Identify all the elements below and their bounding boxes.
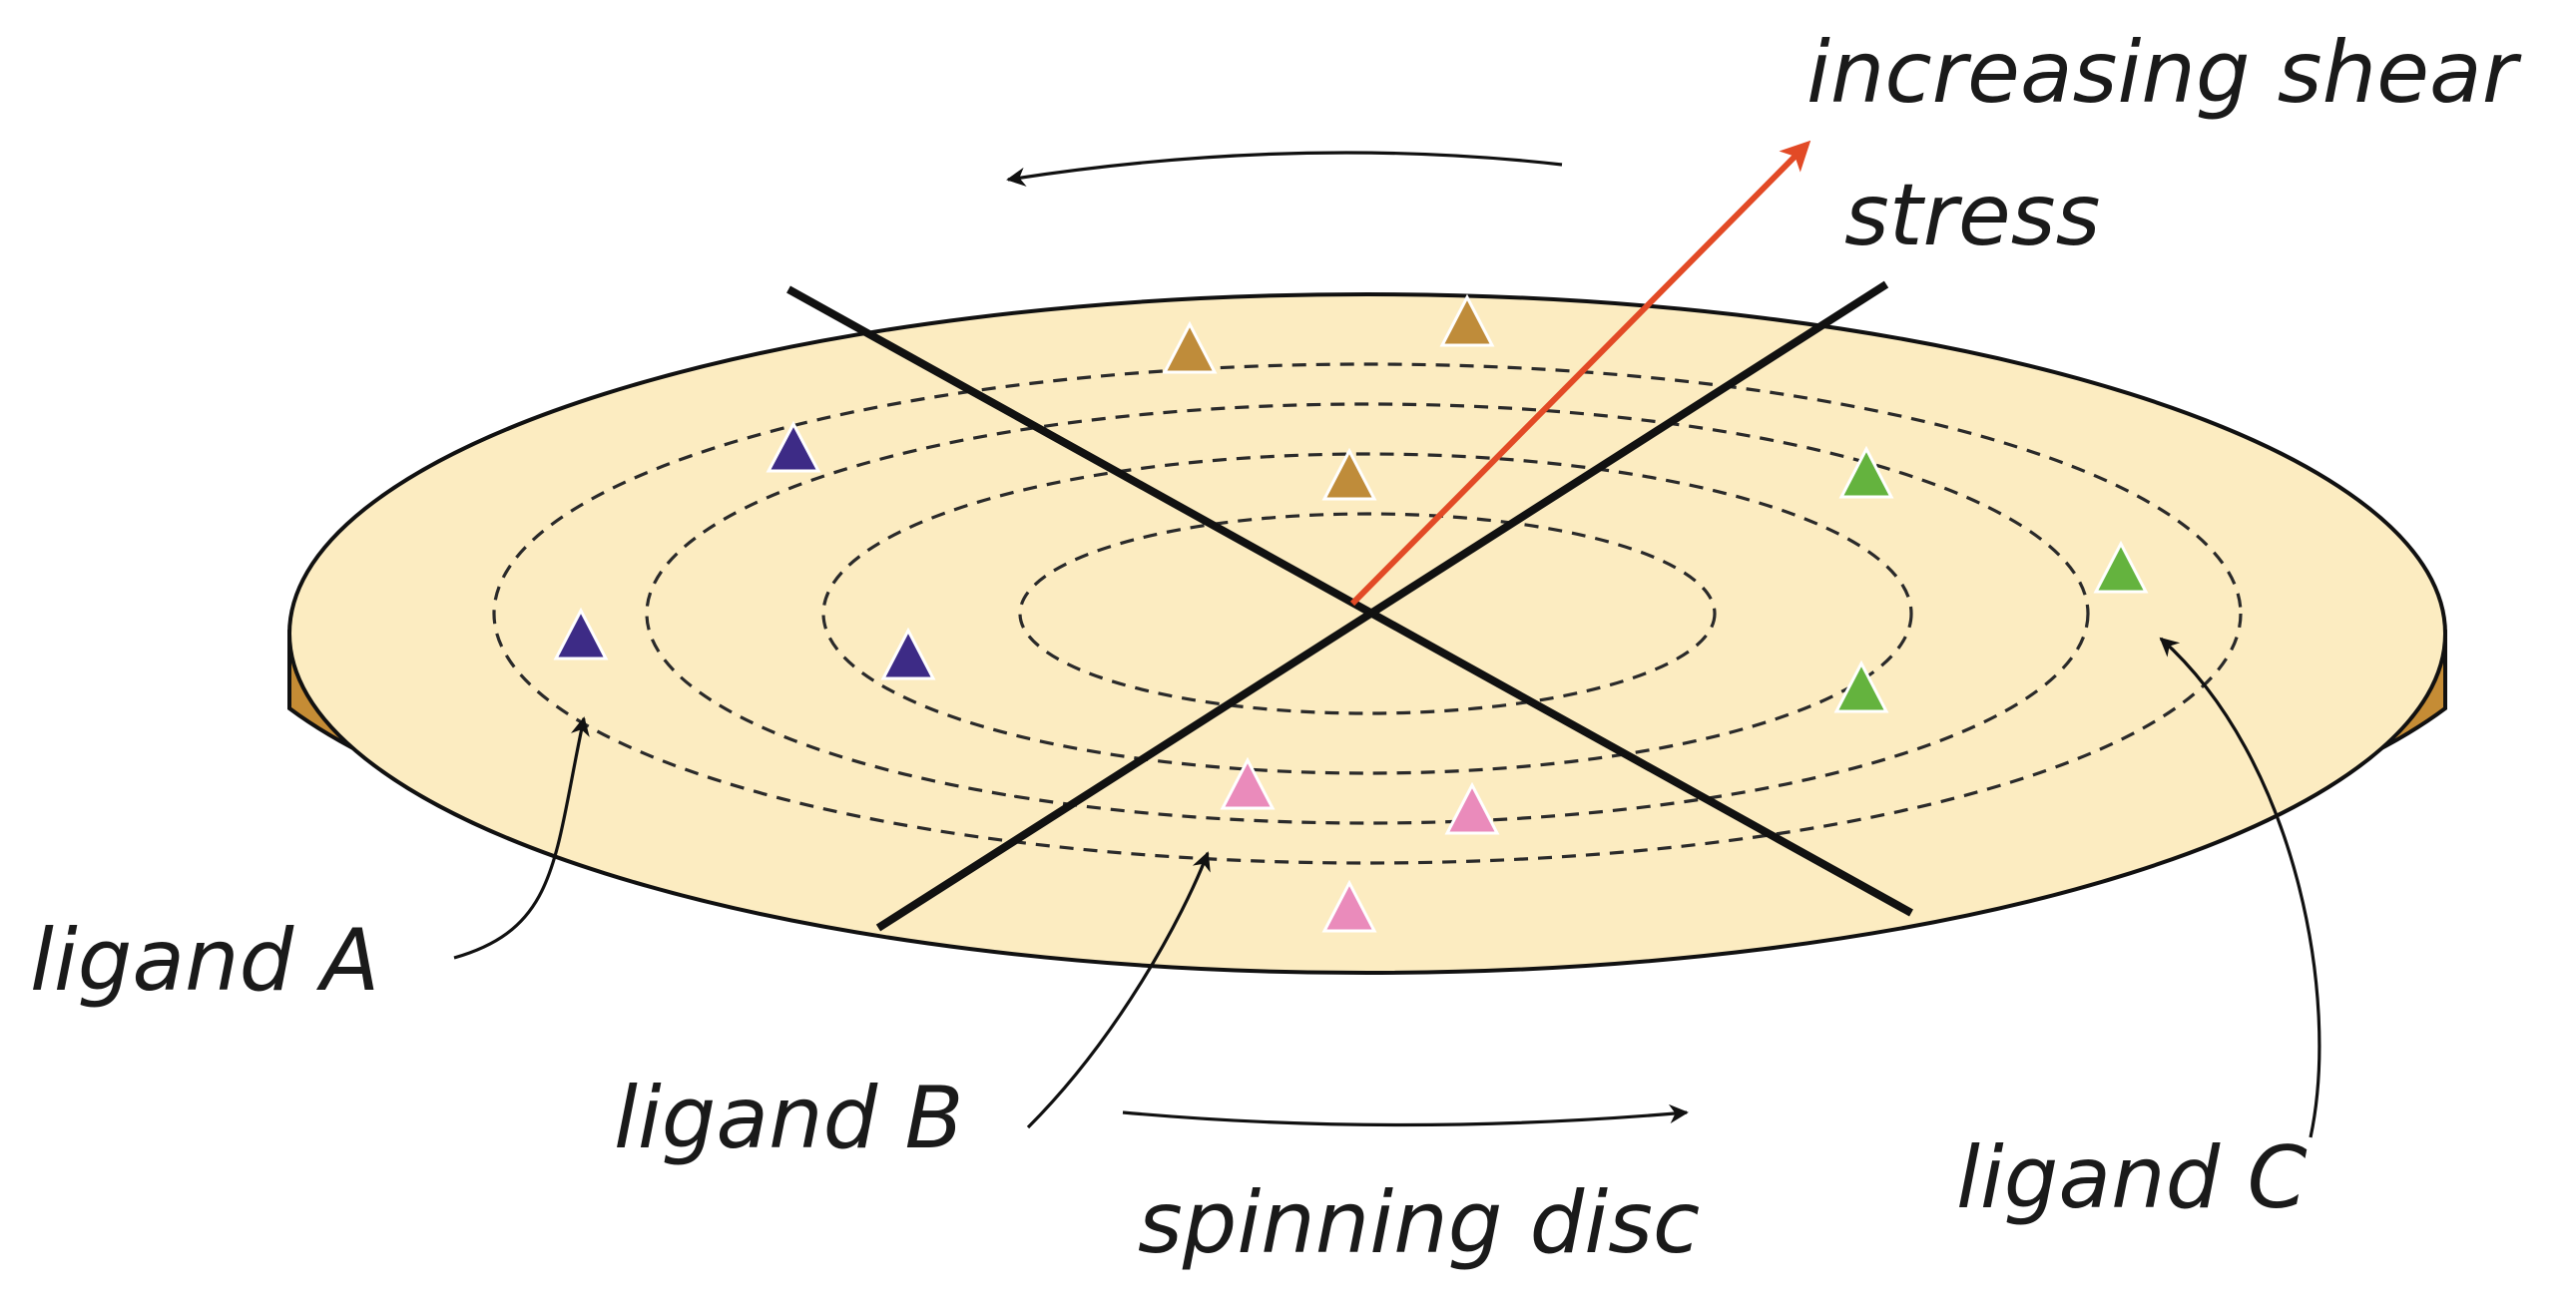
ligand-a-triangle [553, 607, 609, 660]
disc-top-surface [287, 292, 2447, 975]
ligand-a-triangle [880, 627, 936, 680]
ligand-c-markers [1833, 445, 2149, 713]
other-ligand-triangle [1321, 447, 1377, 501]
ligand-b-markers [1220, 756, 1500, 933]
ligand-c-triangle [2093, 540, 2149, 594]
other-ligand-markers [1162, 293, 1495, 501]
sector-divider-2 [875, 280, 1889, 932]
ligand-b-pointer [1026, 851, 1211, 1129]
ligand-a-markers [553, 420, 936, 680]
rotation-arrow-bottom [1122, 1103, 1689, 1127]
ligand-a-label: ligand A [30, 911, 379, 1011]
ligand-a-triangle [766, 420, 821, 473]
other-ligand-triangle [1162, 320, 1218, 374]
shear-label-line2: stress [1844, 166, 2100, 265]
ligand-c-pointer [2159, 637, 2321, 1138]
ligand-a-pointer [453, 716, 590, 960]
shear-label-line1: increasing shear [1806, 23, 2522, 123]
sector-divider-1 [786, 285, 1913, 917]
shear-ring-2 [821, 452, 1913, 775]
shear-stress-arrow [1349, 140, 1811, 607]
ligand-c-triangle [1838, 445, 1894, 499]
spinning-disc-label: spinning disc [1138, 1173, 1700, 1273]
shear-rings [492, 362, 2243, 865]
shear-ring-4 [492, 362, 2243, 865]
shear-ring-1 [1018, 512, 1717, 715]
ligand-b-triangle [1321, 879, 1377, 933]
ligand-b-triangle [1444, 781, 1500, 835]
other-ligand-triangle [1439, 293, 1495, 347]
ligand-c-label: ligand C [1956, 1128, 2308, 1228]
ligand-c-triangle [1833, 659, 1889, 713]
ligand-b-label: ligand B [614, 1069, 964, 1168]
ligand-b-triangle [1220, 756, 1276, 810]
shear-ring-3 [645, 402, 2090, 825]
rotation-arrow-top [1006, 151, 1563, 187]
